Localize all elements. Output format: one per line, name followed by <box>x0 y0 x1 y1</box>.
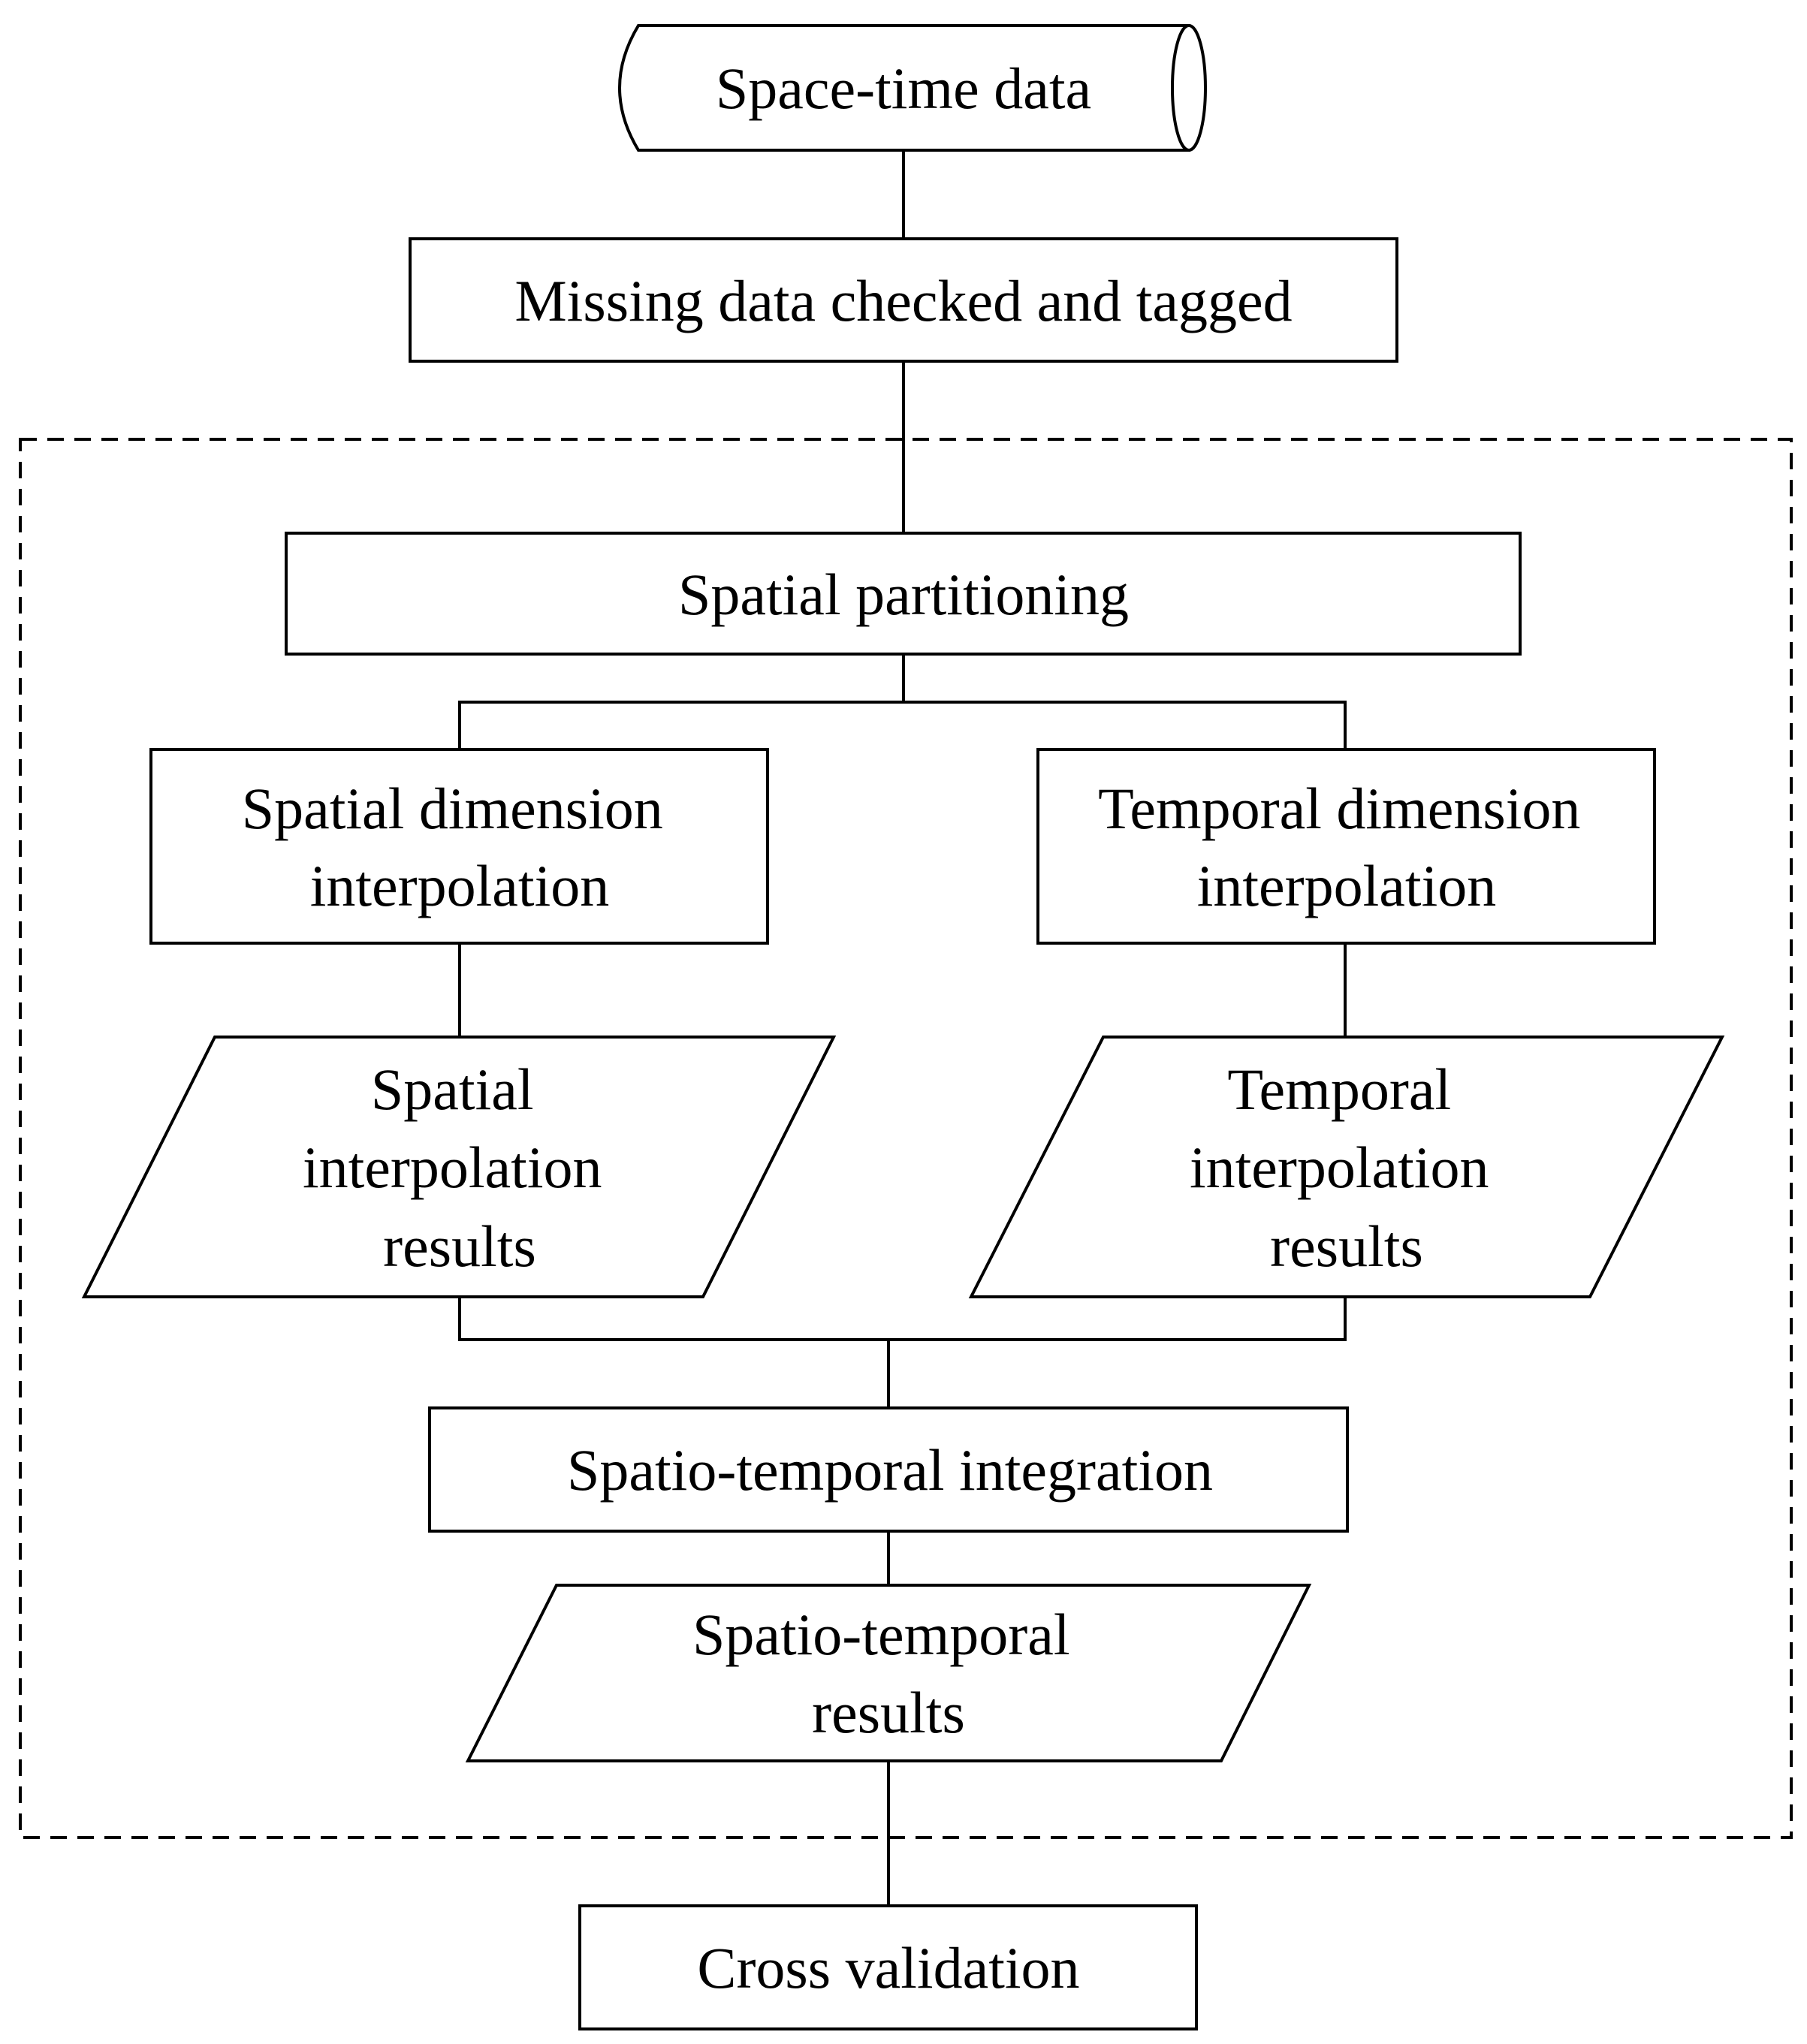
processing-group-frame <box>19 438 1793 1839</box>
process-box <box>149 748 769 945</box>
node-space-time-data: Space-time data <box>618 24 1207 152</box>
label-spatial-partitioning: Spatial partitioning <box>678 562 1129 627</box>
data-parallelogram <box>968 1036 1725 1298</box>
label-spatial-interpolation-results: Spatial interpolation results <box>303 1057 617 1279</box>
label-temporal-dimension-interpolation: Temporal dimension interpolation <box>1098 776 1595 918</box>
node-missing-data: Missing data checked and tagged <box>409 237 1398 363</box>
label-spatio-temporal-integration: Spatio-temporal integration <box>567 1437 1213 1503</box>
process-box <box>1036 748 1656 945</box>
label-space-time-data: Space-time data <box>716 56 1091 121</box>
node-temporal-dimension-interpolation: Temporal dimension interpolation <box>1036 748 1656 945</box>
connectors <box>458 150 1347 1906</box>
process-box <box>409 237 1398 363</box>
node-spatio-temporal-results: Spatio-temporal results <box>465 1584 1312 1762</box>
node-spatial-partitioning: Spatial partitioning <box>285 532 1522 656</box>
label-missing-data: Missing data checked and tagged <box>514 268 1292 333</box>
node-spatial-dimension-interpolation: Spatial dimension interpolation <box>149 748 769 945</box>
data-parallelogram <box>465 1584 1312 1762</box>
label-spatial-dimension-interpolation: Spatial dimension interpolation <box>242 776 678 918</box>
data-storage-cap <box>1171 24 1207 152</box>
node-cross-validation: Cross validation <box>578 1904 1198 2030</box>
node-spatio-temporal-integration: Spatio-temporal integration <box>428 1406 1349 1533</box>
node-temporal-interpolation-results: Temporal interpolation results <box>968 1036 1725 1298</box>
node-spatial-interpolation-results: Spatial interpolation results <box>81 1036 837 1298</box>
connector-results-merge <box>458 1297 1347 1341</box>
process-box <box>428 1406 1349 1533</box>
process-box <box>285 532 1522 656</box>
process-box <box>578 1904 1198 2030</box>
label-spatio-temporal-results: Spatio-temporal results <box>692 1602 1085 1745</box>
label-cross-validation: Cross validation <box>697 1935 1079 2000</box>
data-parallelogram <box>81 1036 837 1298</box>
data-storage-shape <box>618 24 1190 152</box>
label-temporal-interpolation-results: Temporal interpolation results <box>1190 1057 1504 1279</box>
connector-split-branches <box>458 701 1347 749</box>
